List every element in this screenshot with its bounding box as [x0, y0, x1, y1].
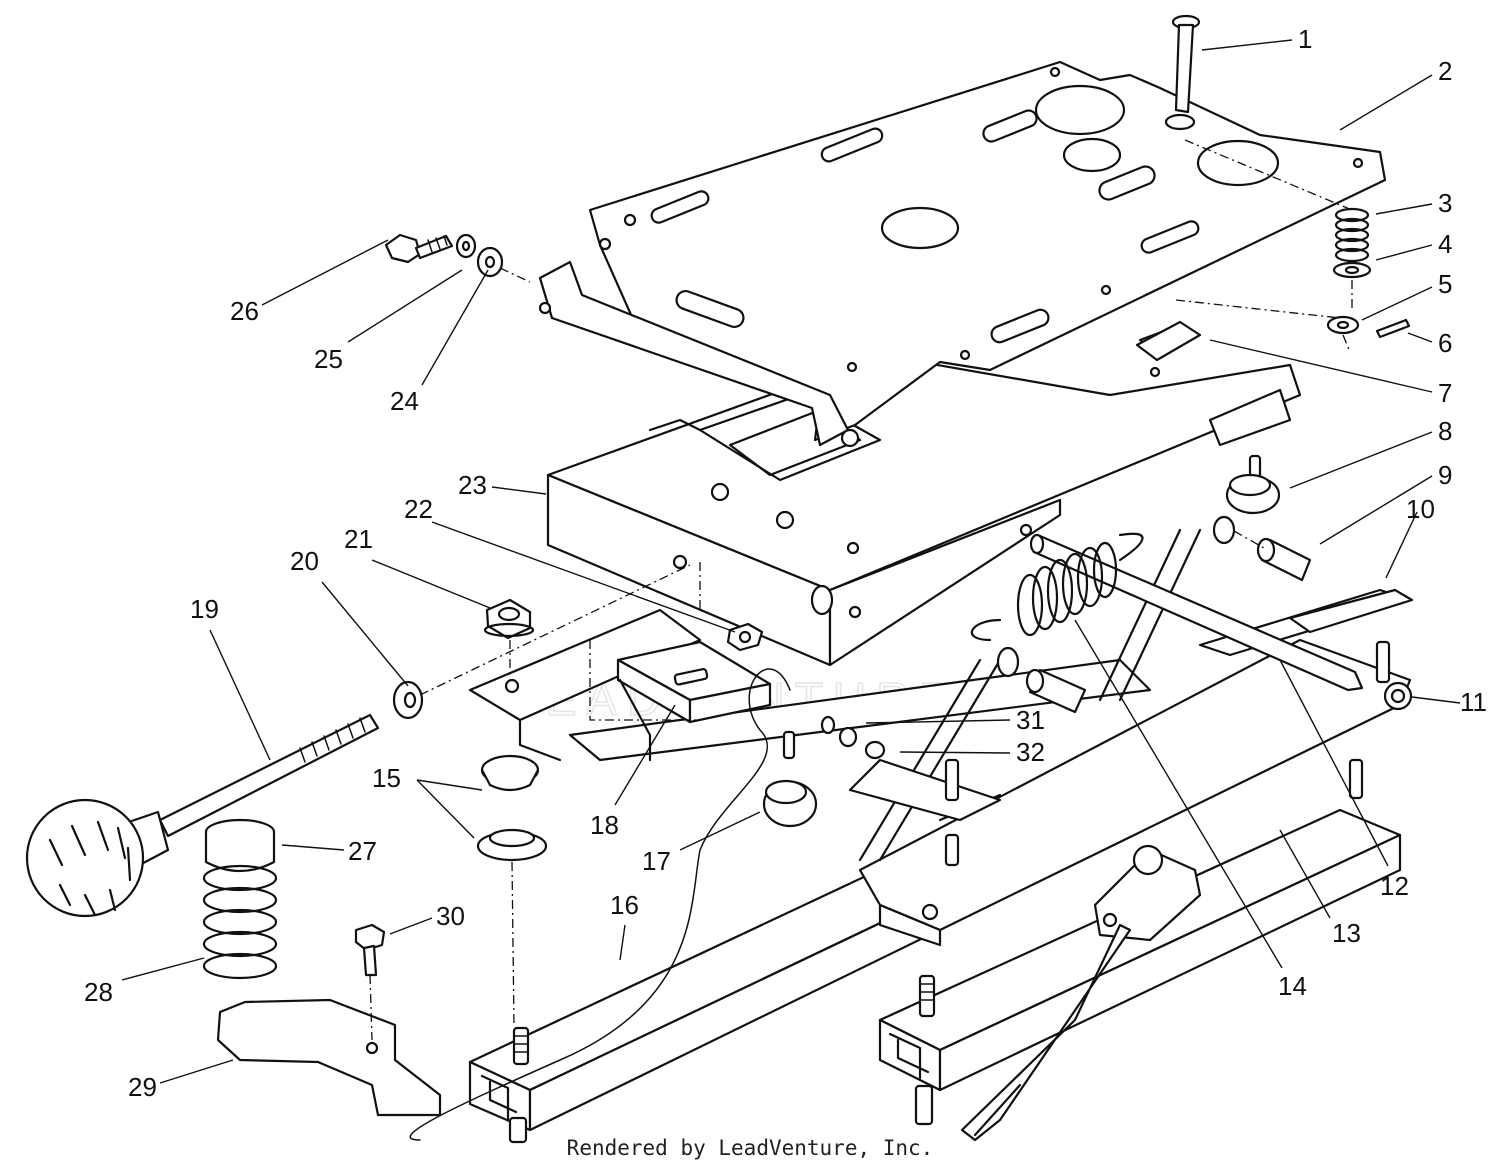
clevis-pin — [1164, 14, 1201, 131]
washer-lower — [1326, 315, 1360, 335]
callout-32: 32 — [1016, 737, 1045, 767]
tension-spring — [970, 532, 1144, 642]
assembly-centerlines — [369, 139, 1353, 1041]
callout-16: 16 — [610, 890, 639, 920]
callout-30: 30 — [436, 901, 465, 931]
grommet-upper — [480, 754, 540, 792]
shoulder-bolt — [384, 233, 454, 264]
callout-5: 5 — [1438, 269, 1452, 299]
callout-26: 26 — [230, 296, 259, 326]
callout-18: 18 — [590, 810, 619, 840]
callout-labels: 1 2 3 4 5 6 7 8 9 10 11 12 13 14 15 16 1… — [84, 24, 1487, 1102]
slide-release-lever — [960, 844, 1202, 1142]
callout-11: 11 — [1460, 687, 1487, 717]
callout-19: 19 — [190, 594, 219, 624]
seat-deck-plate — [538, 60, 1387, 448]
bushing-lower — [996, 646, 1087, 714]
callout-9: 9 — [1438, 460, 1452, 490]
footer-credit: Rendered by LeadVenture, Inc. — [566, 1136, 934, 1160]
rubber-bumper-lower — [762, 730, 818, 828]
callout-15: 15 — [372, 763, 401, 793]
callout-8: 8 — [1438, 416, 1452, 446]
callout-12: 12 — [1380, 871, 1409, 901]
washer-upper — [1332, 261, 1372, 279]
callout-23: 23 — [458, 470, 487, 500]
reinforcement-plate — [1288, 588, 1414, 634]
spring-bracket — [216, 998, 442, 1117]
callout-4: 4 — [1438, 229, 1452, 259]
callout-24: 24 — [390, 386, 419, 416]
wire-retainer-clip — [616, 640, 772, 762]
callout-7: 7 — [1438, 378, 1452, 408]
flange-nut — [483, 598, 535, 640]
wiring-harness — [409, 668, 791, 1141]
seat-switch-bracket — [1135, 320, 1202, 362]
rubber-bumper-upper — [1225, 454, 1281, 515]
callout-29: 29 — [128, 1072, 157, 1102]
lock-washer — [455, 233, 477, 259]
callout-31: 31 — [1016, 705, 1045, 735]
grommet-lower — [476, 828, 548, 862]
callout-17: 17 — [642, 846, 671, 876]
left-seat-rail — [468, 858, 962, 1144]
compression-spring-small — [1334, 207, 1370, 263]
callout-10: 10 — [1406, 494, 1435, 524]
callout-2: 2 — [1438, 56, 1452, 86]
seat-mounting-plate — [546, 323, 1302, 667]
callout-3: 3 — [1438, 188, 1452, 218]
compression-spring-large — [202, 864, 278, 980]
callout-28: 28 — [84, 977, 113, 1007]
spring-cap — [204, 818, 276, 872]
flat-washer — [476, 246, 504, 278]
callout-21: 21 — [344, 524, 373, 554]
adjuster-washer — [392, 680, 424, 720]
seat-adjustment-knob — [25, 713, 380, 918]
seat-base-pan — [468, 608, 702, 762]
leader-lines — [121, 39, 1461, 1084]
callout-13: 13 — [1332, 918, 1361, 948]
callout-14: 14 — [1278, 971, 1307, 1001]
hex-nut-small — [726, 622, 764, 652]
callout-25: 25 — [314, 344, 343, 374]
callout-1: 1 — [1298, 24, 1312, 54]
hex-bolt — [354, 923, 386, 977]
callout-27: 27 — [348, 836, 377, 866]
bushing-upper — [1212, 515, 1312, 582]
callout-6: 6 — [1438, 328, 1452, 358]
small-washers — [820, 715, 886, 760]
cotter-pin — [1375, 318, 1411, 339]
callout-22: 22 — [404, 494, 433, 524]
callout-20: 20 — [290, 546, 319, 576]
